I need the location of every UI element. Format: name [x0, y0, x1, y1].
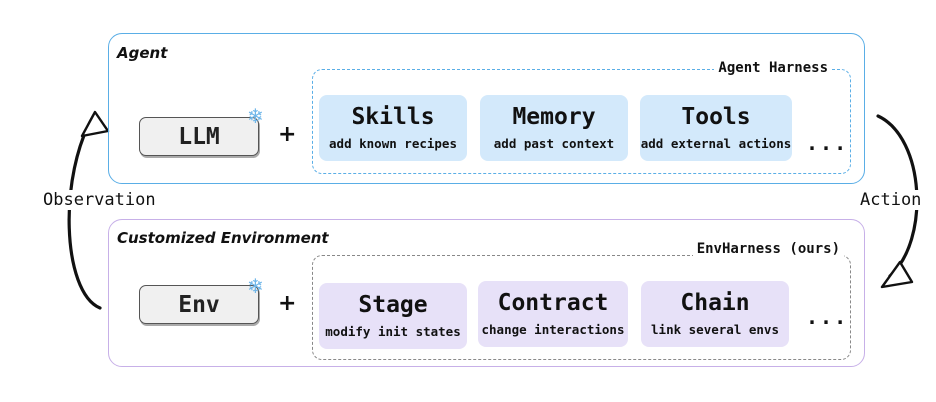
chain-module: Chain link several envs — [641, 281, 789, 347]
observation-arrowhead — [80, 110, 110, 138]
action-label: Action — [857, 190, 925, 210]
env-label: Env — [178, 291, 220, 318]
chain-desc: link several envs — [651, 321, 779, 337]
contract-name: Contract — [497, 290, 609, 317]
env-box: Env — [139, 285, 259, 324]
env-more-ellipsis: ... — [806, 305, 849, 329]
action-arrowhead — [880, 260, 914, 289]
tools-desc: add external actions — [640, 135, 792, 151]
chain-name: Chain — [680, 290, 750, 317]
memory-module: Memory add past context — [480, 95, 628, 161]
stage-desc: modify init states — [325, 323, 461, 339]
stage-name: Stage — [358, 292, 428, 319]
environment-panel-title: Customized Environment — [117, 229, 329, 247]
env-harness-box — [312, 255, 851, 360]
observation-arrow — [67, 113, 102, 310]
agent-harness-title: Agent Harness — [714, 60, 832, 76]
agent-panel-title: Agent — [117, 44, 168, 62]
agent-more-ellipsis: ... — [806, 131, 849, 155]
memory-desc: add past context — [493, 135, 615, 151]
env-plus-sign: + — [278, 291, 297, 316]
agent-plus-sign: + — [278, 122, 297, 147]
stage-module: Stage modify init states — [319, 283, 467, 349]
llm-label: LLM — [178, 123, 220, 150]
tools-name: Tools — [681, 104, 751, 131]
contract-desc: change interactions — [481, 321, 625, 337]
observation-label: Observation — [40, 190, 159, 210]
env-harness-title: EnvHarness (ours) — [692, 241, 844, 257]
contract-module: Contract change interactions — [478, 281, 628, 347]
memory-name: Memory — [512, 104, 596, 131]
llm-box: LLM — [139, 117, 259, 156]
snowflake-icon: ❄ — [247, 104, 264, 128]
tools-module: Tools add external actions — [640, 95, 792, 161]
skills-name: Skills — [351, 104, 435, 131]
skills-desc: add known recipes — [329, 135, 457, 151]
environment-panel — [108, 219, 865, 367]
agent-harness-box — [312, 69, 851, 174]
snowflake-icon: ❄ — [247, 274, 264, 298]
agent-panel — [108, 33, 865, 184]
skills-module: Skills add known recipes — [319, 95, 467, 161]
